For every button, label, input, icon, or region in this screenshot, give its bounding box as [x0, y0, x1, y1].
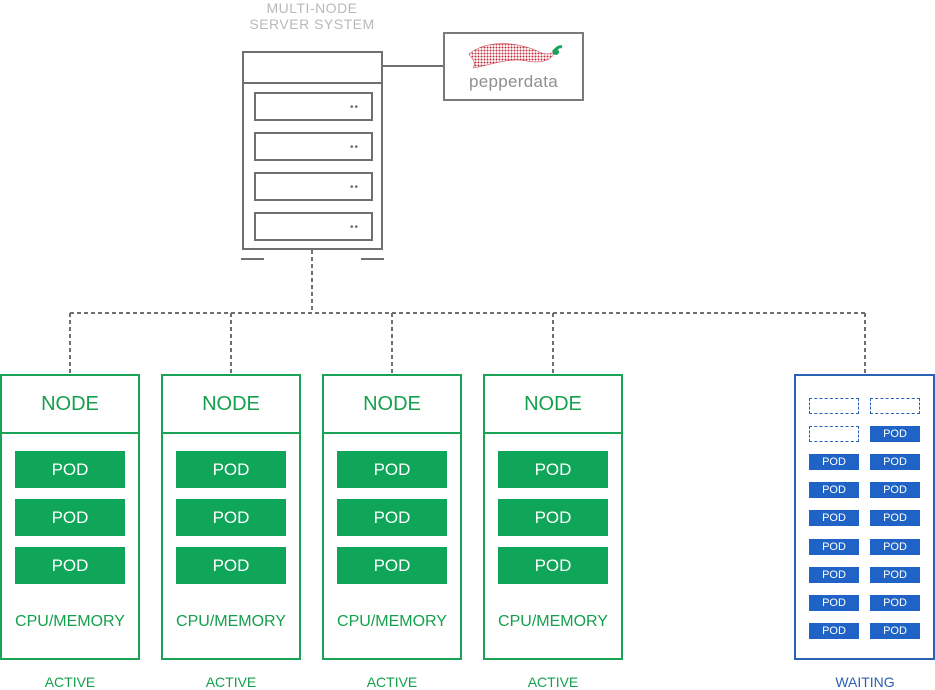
server-title: MULTI-NODE SERVER SYSTEM — [232, 0, 392, 32]
queued-pod: POD — [870, 567, 920, 583]
pod-block: POD — [498, 451, 608, 488]
empty-pod-slot — [809, 398, 859, 414]
pod-block: POD — [176, 547, 286, 584]
node-header: NODE — [485, 376, 621, 434]
drive-leds: •• — [349, 142, 359, 153]
node-card: NODE POD POD POD CPU/MEMORY — [322, 374, 462, 660]
node-status-active: ACTIVE — [366, 674, 418, 690]
queued-pod: POD — [809, 482, 859, 498]
pod-block: POD — [15, 499, 125, 536]
pepperdata-logo-text: pepperdata — [468, 72, 559, 91]
pod-block: POD — [176, 451, 286, 488]
drive-bay: •• — [254, 92, 373, 121]
cpu-memory-label: CPU/MEMORY — [176, 613, 286, 630]
server-tower: •• •• •• •• — [242, 51, 383, 250]
queued-pod: POD — [870, 510, 920, 526]
empty-pod-slot — [809, 426, 859, 442]
node-card: NODE POD POD POD CPU/MEMORY — [161, 374, 301, 660]
drive-leds: •• — [349, 102, 359, 113]
pod-block: POD — [176, 499, 286, 536]
node-header: NODE — [2, 376, 138, 434]
pod-block: POD — [498, 499, 608, 536]
drive-bay: •• — [254, 172, 373, 201]
server-foot — [361, 258, 384, 260]
queued-pod: POD — [809, 623, 859, 639]
server-title-line2: SERVER SYSTEM — [249, 16, 375, 32]
waiting-queue: POD POD POD POD POD POD POD POD POD POD … — [794, 374, 935, 660]
queue-status-waiting: WAITING — [835, 674, 895, 690]
queued-pod: POD — [870, 623, 920, 639]
pod-block: POD — [15, 451, 125, 488]
queued-pod: POD — [809, 567, 859, 583]
drive-leds: •• — [349, 222, 359, 233]
node-status-active: ACTIVE — [44, 674, 96, 690]
queued-pod: POD — [809, 539, 859, 555]
queued-pod: POD — [870, 454, 920, 470]
queued-pod: POD — [809, 454, 859, 470]
pod-block: POD — [337, 451, 447, 488]
node-header: NODE — [163, 376, 299, 434]
queued-pod: POD — [870, 426, 920, 442]
server-title-line1: MULTI-NODE — [266, 0, 358, 16]
drive-bay: •• — [254, 212, 373, 241]
server-top-panel — [244, 53, 381, 84]
node-card: NODE POD POD POD CPU/MEMORY — [0, 374, 140, 660]
cpu-memory-label: CPU/MEMORY — [337, 613, 447, 630]
node-status-active: ACTIVE — [205, 674, 257, 690]
cpu-memory-label: CPU/MEMORY — [15, 613, 125, 630]
pod-block: POD — [337, 547, 447, 584]
pod-block: POD — [498, 547, 608, 584]
pod-block: POD — [337, 499, 447, 536]
pepper-icon — [468, 43, 563, 69]
pepperdata-logo-box: pepperdata — [443, 32, 584, 101]
queued-pod: POD — [870, 595, 920, 611]
queued-pod: POD — [870, 482, 920, 498]
empty-pod-slot — [870, 398, 920, 414]
queued-pod: POD — [809, 510, 859, 526]
server-foot — [241, 258, 264, 260]
queued-pod: POD — [870, 539, 920, 555]
drive-bay: •• — [254, 132, 373, 161]
node-header: NODE — [324, 376, 460, 434]
cpu-memory-label: CPU/MEMORY — [498, 613, 608, 630]
pod-block: POD — [15, 547, 125, 584]
node-card: NODE POD POD POD CPU/MEMORY — [483, 374, 623, 660]
node-status-active: ACTIVE — [527, 674, 579, 690]
queued-pod: POD — [809, 595, 859, 611]
drive-leds: •• — [349, 182, 359, 193]
